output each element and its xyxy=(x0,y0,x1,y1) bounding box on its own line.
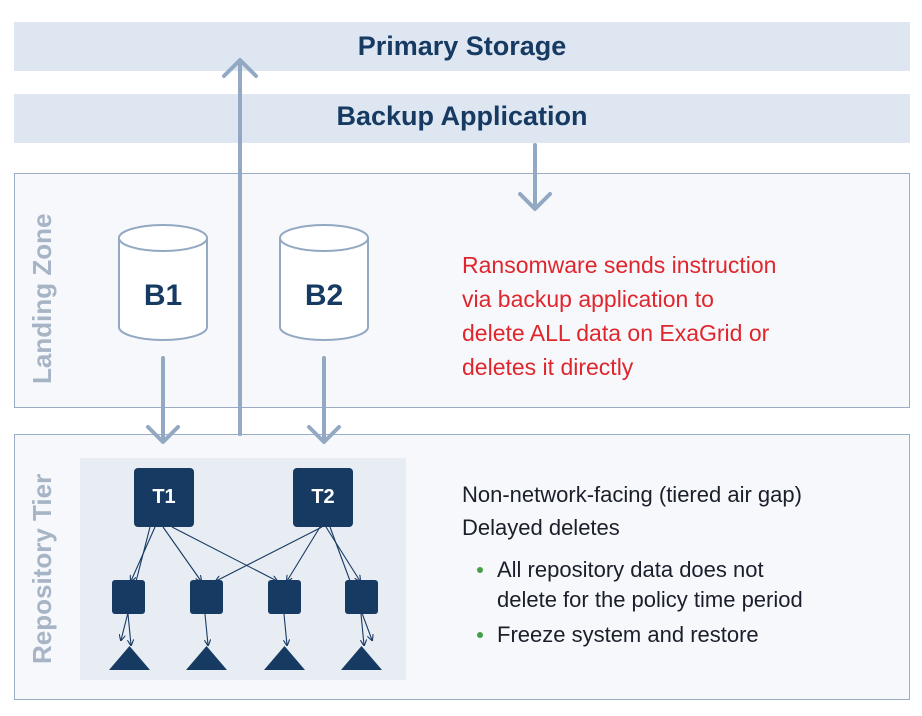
primary-storage-label: Primary Storage xyxy=(357,31,567,61)
tier-label-t1: T1 xyxy=(152,486,176,508)
node-t1 xyxy=(134,468,194,527)
node-mid-1 xyxy=(112,580,145,614)
bullet-dot-2 xyxy=(476,631,487,642)
bullet-text-2: Freeze system and restore xyxy=(497,622,759,647)
cylinder-b1 xyxy=(118,224,208,341)
cylinder-label-b2: B2 xyxy=(304,279,344,312)
triangle-3 xyxy=(264,646,305,670)
repository-line-2: Delayed deletes xyxy=(462,515,620,540)
backup-application-band: Backup Application xyxy=(14,94,910,143)
node-mid-2 xyxy=(190,580,223,614)
up-arrow xyxy=(222,58,258,436)
node-mid-4 xyxy=(345,580,378,614)
cylinder-label-b1: B1 xyxy=(143,279,183,312)
node-t2 xyxy=(293,468,353,527)
down-arrow-backup xyxy=(518,143,552,211)
down-arrow-b1 xyxy=(146,356,180,444)
tier-label-t2: T2 xyxy=(311,486,335,508)
bullet-dot-1 xyxy=(476,566,487,577)
primary-storage-band: Primary Storage xyxy=(14,22,910,71)
repository-line-1: Non-network-facing (tiered air gap) xyxy=(462,482,802,507)
ransomware-warning-text: Ransomware sends instruction via backup … xyxy=(462,252,777,380)
bullet-text-1: All repository data does not delete for … xyxy=(497,557,803,612)
triangle-1 xyxy=(109,646,150,670)
cylinder-b2 xyxy=(279,224,369,341)
backup-application-label: Backup Application xyxy=(336,101,588,131)
triangle-4 xyxy=(341,646,382,670)
node-mid-3 xyxy=(268,580,301,614)
down-arrow-b2 xyxy=(307,356,341,444)
triangle-2 xyxy=(186,646,227,670)
tree-edges xyxy=(121,526,372,645)
